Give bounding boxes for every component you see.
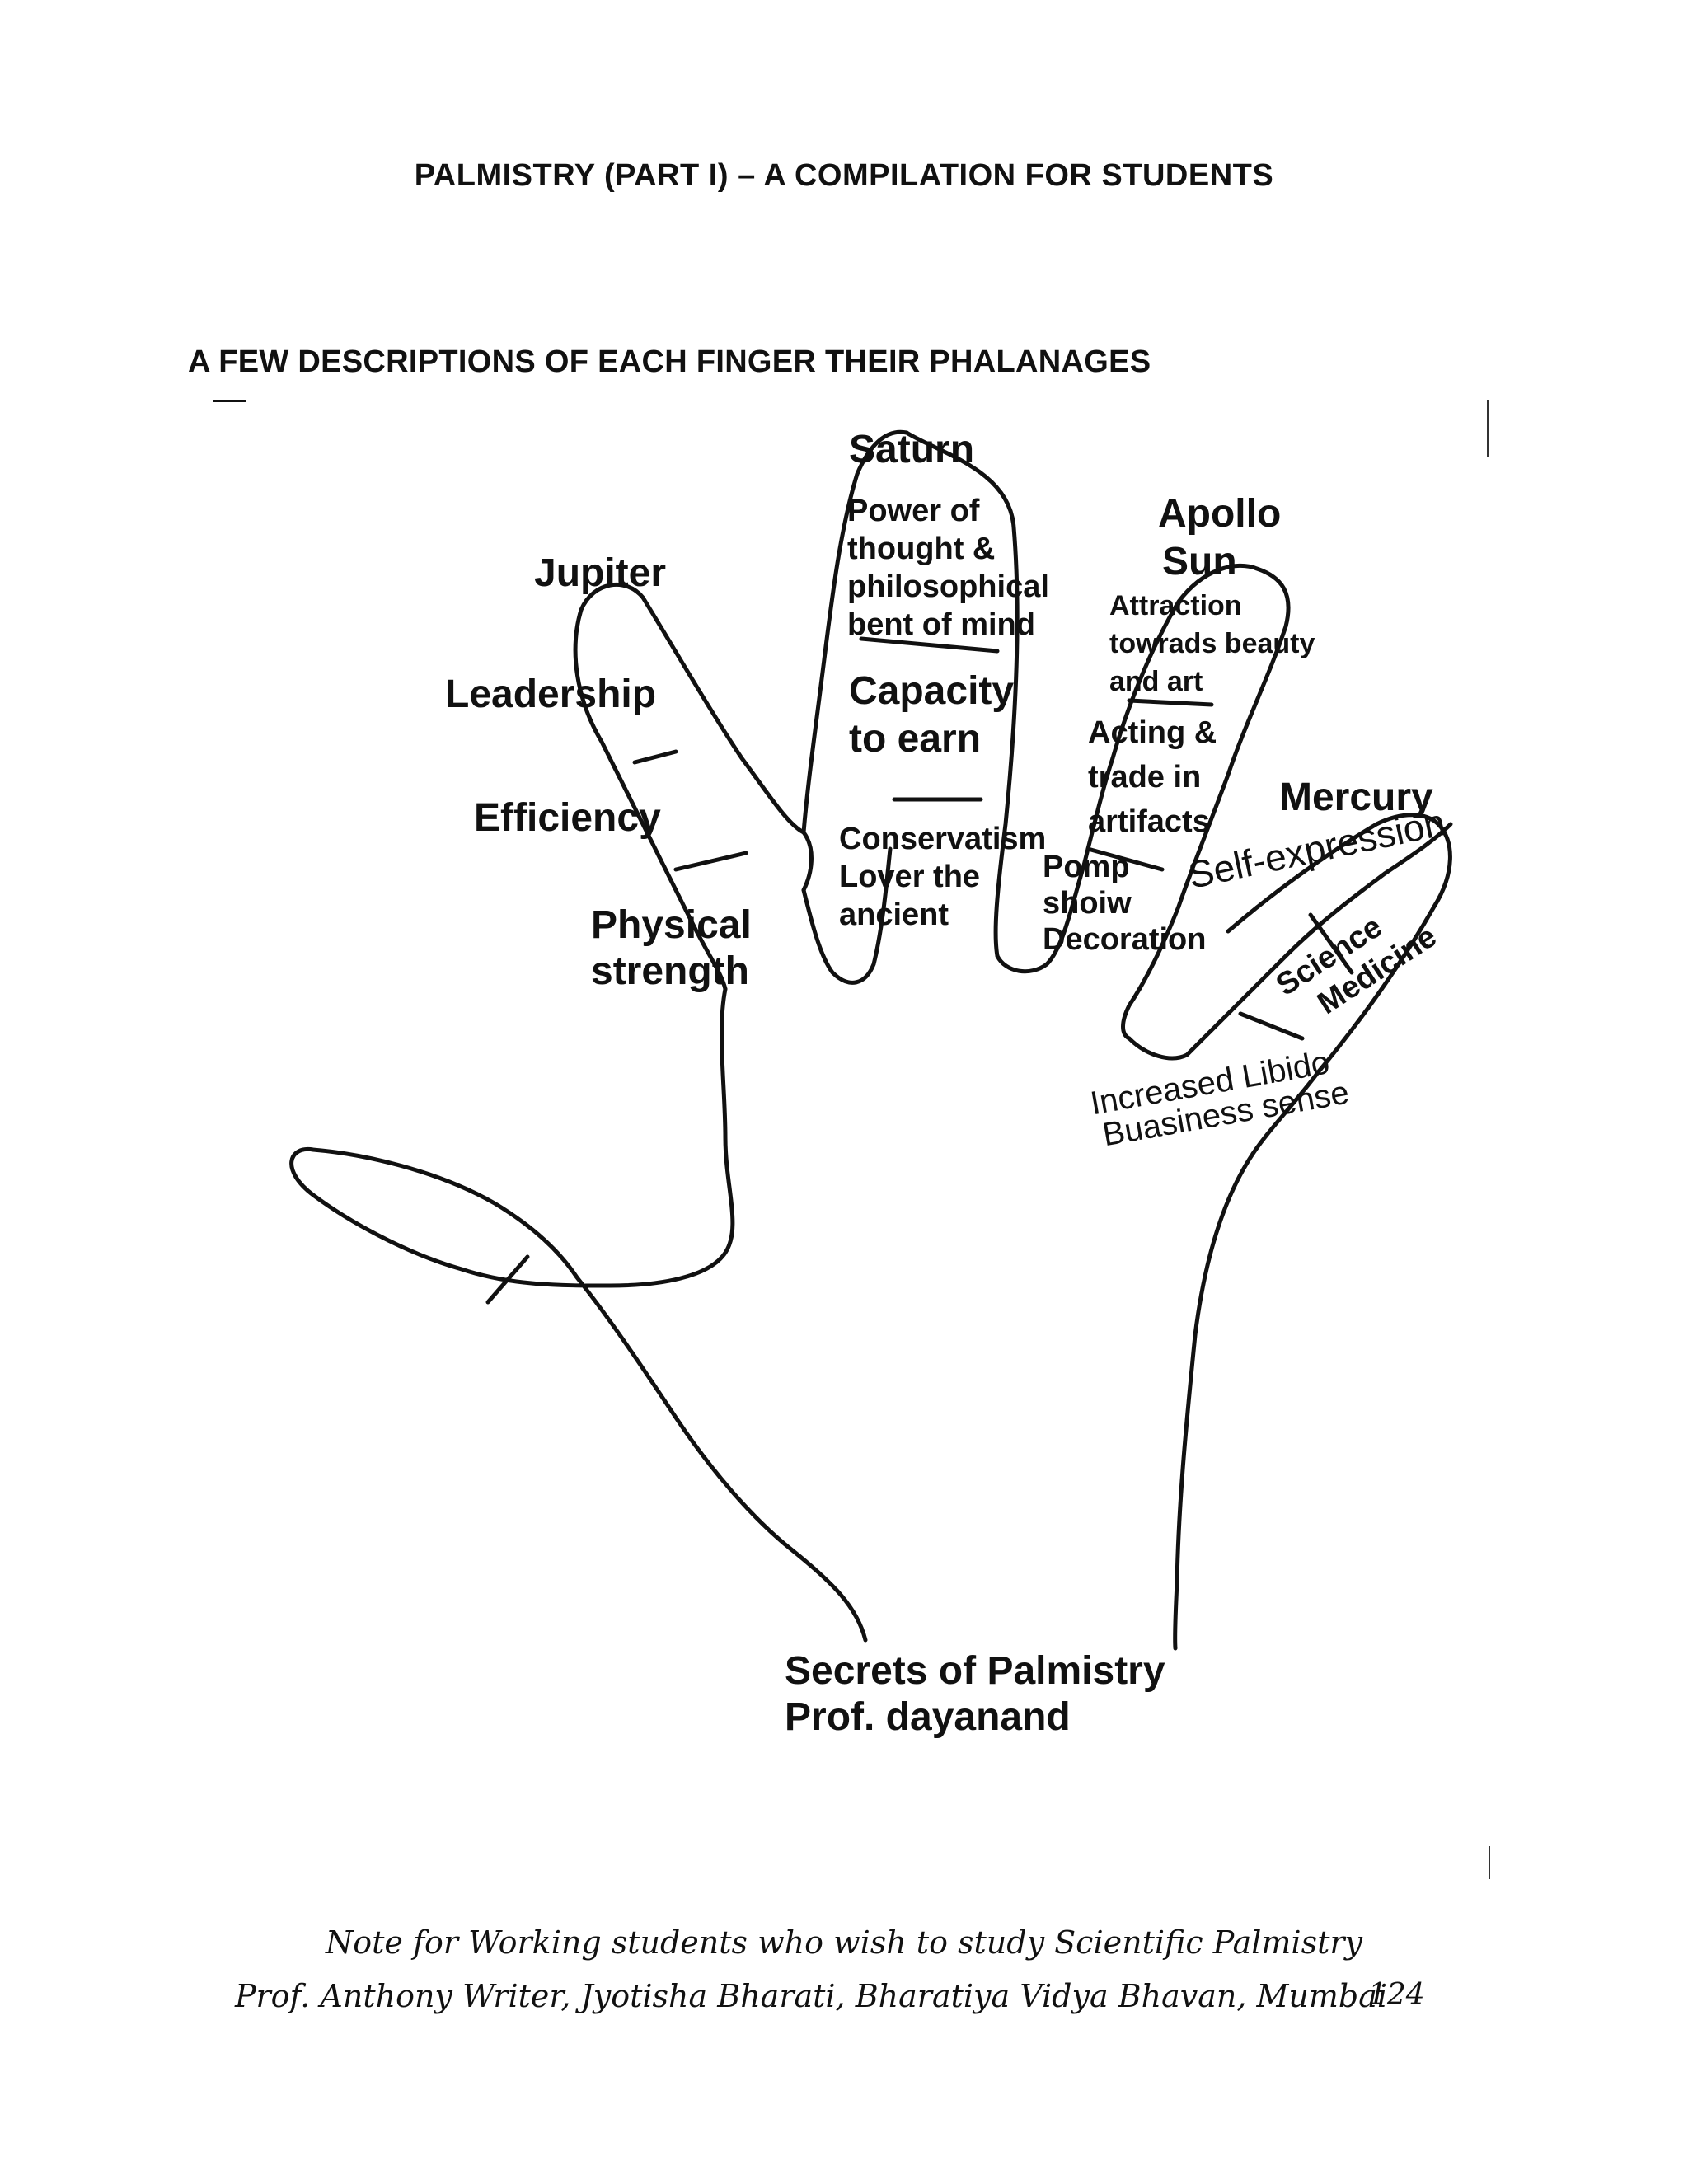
- footer-note: Note for Working students who wish to st…: [326, 1924, 1362, 1961]
- footer-author-line: Prof. Anthony Writer, Jyotisha Bharati, …: [234, 1978, 1388, 2014]
- apollo-finger-lower-edge: [1121, 904, 1181, 1041]
- phalange-divider-lines: [485, 636, 1354, 1305]
- page-header: PALMISTRY (PART I) – A COMPILATION FOR S…: [414, 158, 1274, 193]
- jupiter-lower-divider: [673, 851, 748, 872]
- saturn-finger-left-edge: [801, 429, 909, 835]
- jupiter-label: Jupiter: [534, 551, 667, 595]
- apollo-upper-divider: [1127, 698, 1214, 707]
- saturn-middle-phalange-text: Capacity to earn: [849, 669, 1015, 761]
- section-subtitle: A FEW DESCRIPTIONS OF EACH FINGER THEIR …: [188, 344, 1151, 379]
- thumb-divider: [485, 1254, 530, 1305]
- mercury-lower-divider: [1238, 1011, 1305, 1041]
- leadership-label: Leadership: [445, 673, 657, 716]
- mercury-label: Mercury: [1279, 776, 1433, 819]
- apollo-finger-outline: [1110, 563, 1291, 909]
- divider-dash: [213, 400, 246, 402]
- physical-strength-label: Physical strength: [591, 903, 752, 993]
- mercury-finger-outline: [1127, 822, 1453, 1061]
- apollo-sun-label: Apollo Sun: [1158, 492, 1282, 583]
- saturn-label: Saturn: [849, 428, 975, 471]
- apollo-lower-divider: [1085, 846, 1165, 872]
- palm-right-edge: [1173, 1151, 1255, 1651]
- mercury-finger-upper-edge: [1226, 813, 1452, 1156]
- apollo-top-phalange-text: Attraction towrads beauty and art: [1109, 590, 1315, 697]
- mercury-upper-divider: [1308, 912, 1354, 975]
- saturn-to-apollo-web: [995, 756, 1115, 974]
- saturn-finger-outline: [801, 846, 893, 985]
- jupiter-upper-divider: [632, 749, 678, 765]
- efficiency-label: Efficiency: [474, 796, 661, 840]
- page-number: 124: [1368, 1978, 1425, 2012]
- scan-margin-line: [1487, 400, 1489, 457]
- apollo-middle-phalange-text: Acting & trade in artifacts: [1088, 715, 1217, 839]
- source-credit: Secrets of Palmistry Prof. dayanand: [785, 1649, 1165, 1739]
- saturn-top-phalange-text: Power of thought & philosophical bent of…: [847, 494, 1049, 642]
- saturn-upper-divider: [859, 636, 1000, 654]
- hand-outline: [289, 429, 1453, 1651]
- jupiter-finger-outline: [573, 583, 728, 991]
- saturn-finger-right-edge: [904, 430, 1020, 958]
- scan-margin-line-lower: [1489, 1846, 1490, 1879]
- saturn-lower-phalange-text: Conservatism Lover the ancient: [839, 822, 1047, 932]
- jupiter-finger-right-edge: [640, 595, 814, 893]
- thumb-outline: [289, 987, 868, 1643]
- apollo-lower-phalange-text: Pomp shoiw Decoration: [1043, 850, 1207, 957]
